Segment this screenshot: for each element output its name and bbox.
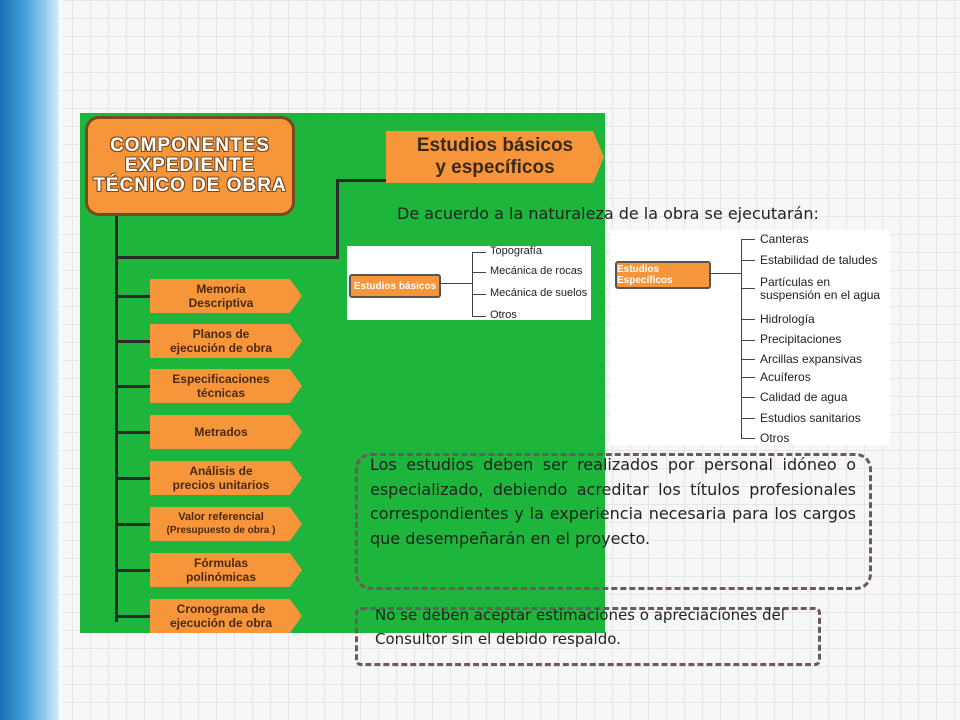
basic-studies-tree: Estudios básicos Topografía Mecánica de …	[347, 245, 591, 321]
basic-tree-spine	[472, 252, 473, 316]
component-label: Descriptiva	[188, 296, 254, 310]
component-label: Planos de	[192, 327, 250, 341]
specific-tick	[741, 319, 755, 320]
specific-studies-tree: Estudios Específicos Canteras Estabilida…	[610, 230, 890, 445]
specific-tree-line	[709, 273, 741, 274]
basic-tree-line	[439, 283, 473, 284]
specific-study-item: Canteras	[760, 232, 809, 246]
branch-2	[115, 385, 151, 388]
studies-header-line2: y específicos	[435, 157, 555, 178]
connector-main	[118, 256, 338, 259]
specific-tick	[741, 377, 755, 378]
branch-0	[115, 295, 151, 298]
specific-tick	[741, 359, 755, 360]
main-trunk-line	[115, 216, 118, 622]
branch-6	[115, 569, 151, 572]
specific-study-item: Estabilidad de taludes	[760, 253, 878, 267]
bar-edge	[59, 0, 62, 720]
basic-tick-3	[472, 316, 486, 317]
branch-3	[115, 431, 151, 434]
basic-studies-label: Estudios básicos	[353, 280, 437, 292]
basic-study-item: Otros	[490, 309, 517, 321]
component-label: Análisis de	[189, 464, 253, 478]
component-label: ejecución de obra	[169, 341, 273, 355]
paragraph2-frame	[355, 607, 821, 666]
specific-study-item: Acuíferos	[760, 370, 811, 384]
component-label: Valor referencial	[178, 511, 264, 523]
connector-studies	[336, 179, 388, 182]
branch-4	[115, 477, 151, 480]
basic-study-item: Mecánica de suelos	[490, 287, 588, 299]
specific-study-item: Precipitaciones	[760, 332, 842, 346]
studies-header-line1: Estudios básicos	[416, 135, 574, 156]
basic-tick-2	[472, 294, 486, 295]
basic-studies-node: Estudios básicos	[349, 274, 441, 298]
specific-study-item: Hidrología	[760, 312, 815, 326]
component-label: técnicas	[196, 386, 245, 400]
specific-tick	[741, 418, 755, 419]
subtitle: De acuerdo a la naturaleza de la obra se…	[397, 204, 819, 223]
specific-tick	[741, 397, 755, 398]
component-label: (Presupuesto de obra )	[166, 525, 276, 536]
connector-up	[336, 179, 339, 259]
branch-1	[115, 340, 151, 343]
branch-5	[115, 523, 151, 526]
specific-tick	[741, 288, 755, 289]
component-label: Memoria	[196, 282, 246, 296]
specific-studies-node: Estudios Específicos	[615, 261, 711, 289]
specific-study-item: Partículas en suspensión en el agua	[760, 275, 881, 302]
specific-tree-spine	[741, 239, 742, 438]
specific-tick	[741, 239, 755, 240]
component-label: Especificaciones	[172, 372, 270, 386]
paragraph1-frame	[355, 453, 872, 590]
specific-study-item: Arcillas expansivas	[760, 352, 863, 366]
component-box-5: Valor referencial (Presupuesto de obra )	[150, 507, 302, 541]
specific-study-item: Estudios sanitarios	[760, 411, 861, 425]
component-label: precios unitarios	[172, 478, 270, 492]
paragraph2: No se deben aceptar estimaciones o aprec…	[375, 606, 785, 648]
paragraph1: Los estudios deben ser realizados por pe…	[370, 455, 856, 548]
specific-studies-label: Estudios Específicos	[617, 264, 673, 286]
specific-tick	[741, 260, 755, 261]
basic-tick-1	[472, 272, 486, 273]
specific-tick	[741, 340, 755, 341]
basic-study-item: Mecánica de rocas	[490, 265, 583, 277]
main-title-box: COMPONENTES EXPEDIENTE TÉCNICO DE OBRA	[85, 116, 295, 216]
basic-tick-0	[472, 252, 486, 253]
basic-study-item: Topografía	[490, 245, 542, 257]
component-label: Fórmulas	[193, 556, 248, 570]
component-label: Metrados	[194, 425, 248, 439]
component-label: polinómicas	[185, 570, 256, 584]
component-label: Cronograma de	[176, 602, 266, 616]
specific-study-item: Calidad de agua	[760, 390, 848, 404]
specific-study-item: Otros	[760, 431, 790, 445]
component-box-3: Metrados	[150, 415, 302, 449]
branch-7	[115, 615, 151, 618]
left-decorative-bar	[0, 0, 62, 720]
specific-tick	[741, 438, 755, 439]
component-label: ejecución de obra	[169, 616, 273, 630]
main-title: COMPONENTES EXPEDIENTE TÉCNICO DE OBRA	[93, 135, 287, 196]
